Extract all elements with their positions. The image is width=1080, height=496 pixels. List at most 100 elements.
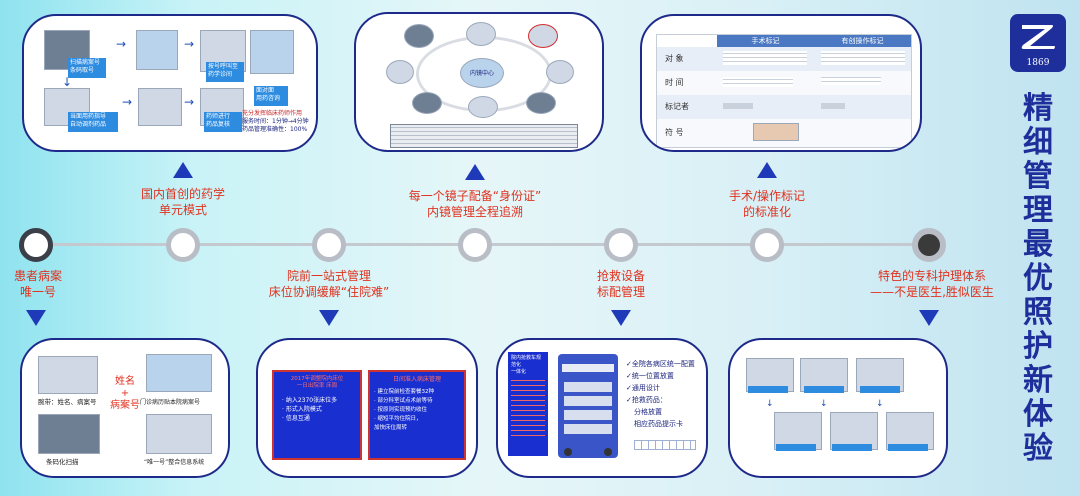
row-label-target: 对 象 — [665, 54, 684, 63]
vertical-title-char: 护 — [1023, 329, 1053, 364]
check-icon: ✓ — [626, 372, 632, 380]
arrow-right-icon: → — [116, 37, 127, 51]
endoscope-center: 内镜中心 — [460, 58, 504, 88]
barcode-scan-photo — [38, 414, 100, 454]
tracking-table — [390, 124, 578, 148]
pointer-down — [319, 310, 339, 326]
pharmacy-label-4: 药师进行药品复核 — [204, 112, 242, 132]
pointer-up — [757, 162, 777, 178]
caption-pharmacy: 国内首创的药学单元模式 — [140, 187, 225, 217]
record-label-2: 门诊病历贴本院病案号 — [140, 399, 201, 406]
endoscope-photo-8 — [526, 92, 556, 114]
timeline-node-3 — [312, 228, 346, 262]
pointer-up — [465, 164, 485, 180]
pharmacy-notes: 充分发挥临床药师作用 服务时间：1分钟→4分钟 药品管理准确性：100% — [242, 110, 309, 133]
drug-card-strip — [634, 440, 696, 450]
vertical-title-char: 理 — [1023, 193, 1053, 228]
marking-table: 手术标记 有创操作标记 对 象 时 间 标记者 符 号 — [656, 34, 912, 148]
endoscope-photo-2 — [466, 22, 496, 46]
specialist-nursing-card: ↓ ↓ ↓ — [728, 338, 948, 478]
rescue-equipment-card: 院内抢救车规范化一体化 ✓全院各病区统一配置 ✓统一位置放置 ✓通用设计 ✓抢救… — [496, 338, 708, 478]
pointer-down — [26, 310, 46, 326]
wristband-photo — [38, 356, 98, 394]
pointer-up — [173, 162, 193, 178]
pointer-down — [611, 310, 631, 326]
surgical-marking-card: 手术标记 有创操作标记 对 象 时 间 标记者 符 号 — [640, 14, 922, 152]
timeline-node-2 — [166, 228, 200, 262]
caption-record: 患者病案唯一号 — [13, 269, 62, 299]
timeline-node-4 — [458, 228, 492, 262]
nursing-tag-3 — [860, 386, 900, 393]
record-label-1: 腕带：姓名、病案号 — [38, 398, 97, 406]
arrow-right-icon: → — [184, 37, 195, 51]
vertical-title-char: 优 — [1023, 261, 1053, 296]
vertical-title-char: 验 — [1023, 431, 1053, 466]
vertical-title-char: 体 — [1023, 397, 1053, 432]
guidance-photo — [250, 30, 294, 74]
header-invasive: 有创操作标记 — [814, 35, 911, 47]
vertical-title-text: 精细管理最优照护新体验 — [1018, 92, 1058, 466]
header-surgery: 手术标记 — [717, 35, 814, 47]
caption-endoscope: 每一个镜子配备“身份证”内镜管理全程追溯 — [408, 189, 542, 219]
row-label-symbol: 符 号 — [665, 128, 684, 137]
arrow-down-icon: ↓ — [876, 399, 884, 409]
row-label-marker: 标记者 — [665, 102, 689, 111]
arrow-down-icon: ↓ — [62, 75, 73, 89]
vertical-title-char: 管 — [1023, 159, 1053, 194]
hospital-logo: 1869 — [1010, 14, 1066, 72]
timeline-node-7 — [912, 228, 946, 262]
rescue-checklist: ✓全院各病区统一配置 ✓统一位置放置 ✓通用设计 ✓抢救药品： 分格放置 相应药… — [626, 360, 695, 428]
timeline-node-1 — [19, 228, 53, 262]
endoscope-photo-4 — [386, 60, 414, 84]
pointer-down — [919, 310, 939, 326]
check-icon: ✓ — [626, 396, 632, 404]
queue-photo — [136, 30, 178, 70]
arrow-down-icon: ↓ — [820, 399, 828, 409]
endoscope-photo-7 — [468, 96, 498, 118]
vertical-title-char: 细 — [1023, 125, 1053, 160]
caption-admission: 院前一站式管理床位协调缓解“住院难” — [268, 269, 390, 299]
caption-rescue: 抢救设备标配管理 — [596, 269, 645, 299]
nursing-tag-2 — [804, 386, 844, 393]
endoscope-photo-6 — [412, 92, 442, 114]
vertical-title-char: 新 — [1023, 363, 1053, 398]
check-icon: ✓ — [626, 360, 632, 368]
patient-record-card: 腕带：姓名、病案号 姓名+病案号 门诊病历贴本院病案号 条码化扫描 “唯一号”整… — [20, 338, 230, 478]
nursing-tag-1 — [748, 386, 788, 393]
marking-symbol-photo — [753, 123, 799, 141]
pharmacist-photo — [138, 88, 182, 126]
outpatient-record-photo — [146, 354, 212, 392]
caption-surgical: 手术/操作标记的标准化 — [728, 189, 806, 219]
admission-card: 2017年调整院内床位一日出院率 床周 · 纳入2370张床位多 · 形式入院模… — [256, 338, 478, 478]
nursing-photo-5 — [830, 412, 878, 450]
logo-z-icon — [1018, 20, 1058, 54]
rescue-panel: 院内抢救车规范化一体化 — [508, 352, 548, 456]
endoscope-photo-1 — [404, 24, 434, 48]
arrow-right-icon: → — [184, 95, 195, 109]
vertical-title-char: 最 — [1023, 227, 1053, 262]
arrow-down-icon: ↓ — [766, 399, 774, 409]
pharmacy-label-2: 按号呼叫至药学诊间 — [206, 62, 244, 82]
logo-year: 1869 — [1026, 58, 1050, 68]
row-label-time: 时 间 — [665, 78, 684, 87]
vertical-title-char: 照 — [1023, 295, 1053, 330]
nursing-tag-6 — [888, 444, 928, 451]
pharmacy-label-3: 当面用药指导自动调剂药品 — [68, 112, 118, 132]
timeline-node-5 — [604, 228, 638, 262]
pharmacy-unit-card: 扫描病案号条码取号 → → 按号呼叫至药学诊间 ↓ 当面用药指导自动调剂药品 →… — [22, 14, 318, 152]
check-icon: ✓ — [626, 384, 632, 392]
nursing-tag-5 — [832, 444, 872, 451]
vertical-title-char: 精 — [1023, 91, 1053, 126]
endoscope-card: 内镜中心 — [354, 12, 604, 152]
day-admission-panel: 日间准入病床管理 · 建立院前检查套餐32种 · 部分科室试点术前等待 · 按原… — [368, 370, 466, 460]
bed-adjust-panel: 2017年调整院内床位一日出院率 床周 · 纳入2370张床位多 · 形式入院模… — [272, 370, 362, 460]
crash-cart — [558, 354, 618, 458]
id-combine-text: 姓名+病案号 — [110, 376, 140, 411]
arrow-right-icon: → — [122, 95, 133, 109]
scan-photo — [44, 30, 90, 70]
endoscope-photo-3 — [528, 24, 558, 48]
nursing-tag-4 — [776, 444, 816, 451]
pharmacy-label-1: 扫描病案号条码取号 — [68, 58, 106, 78]
endoscope-photo-5 — [546, 60, 574, 84]
vertical-title: 精细管理最优照护新体验 — [1018, 92, 1058, 472]
